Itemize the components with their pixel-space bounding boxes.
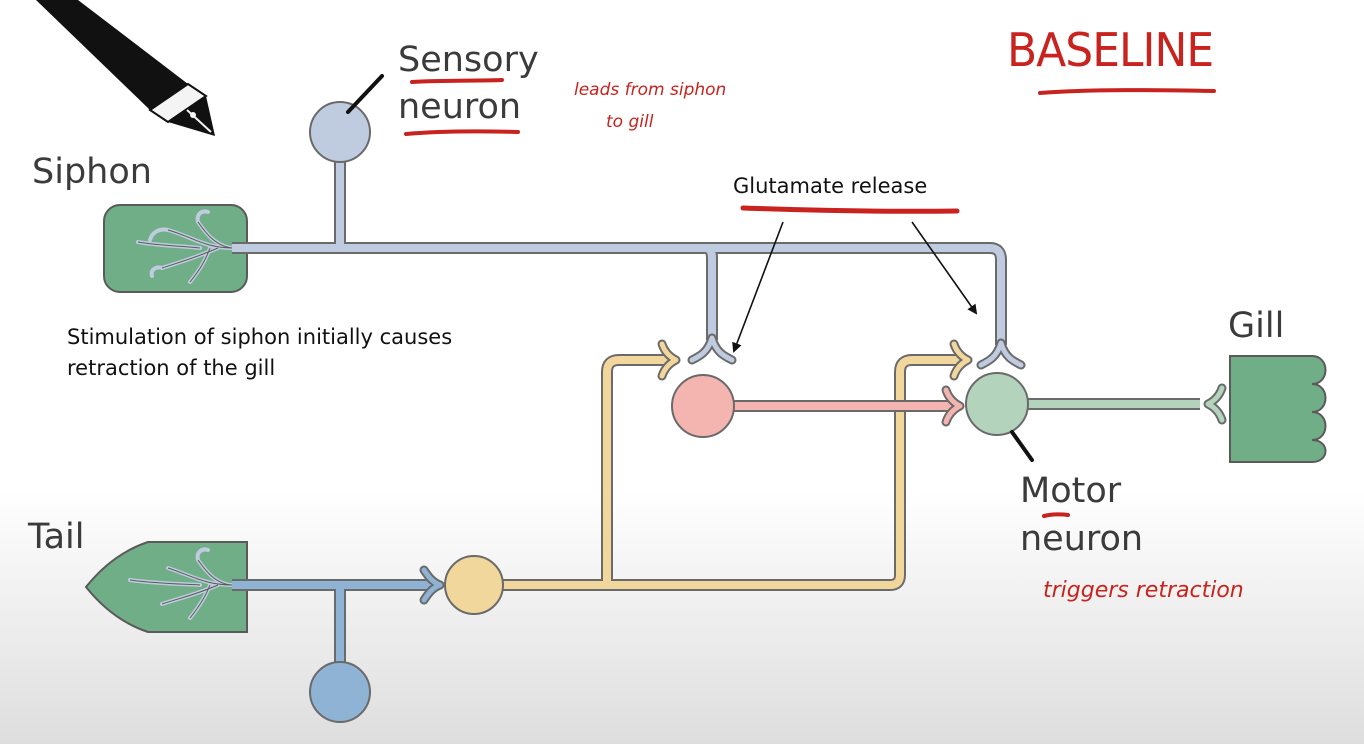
- caption-text: Stimulation of siphon initially causes r…: [67, 325, 453, 380]
- tail-label: Tail: [28, 517, 85, 557]
- handwritten-underlines: [404, 78, 1216, 518]
- tail-sensory-axon: [232, 565, 445, 665]
- sensory-neuron-soma: [309, 101, 371, 163]
- excitatory-interneuron-axon: [730, 385, 965, 427]
- sensory-neuron-label-line2: neuron: [398, 87, 522, 127]
- tail-organ: [84, 541, 248, 633]
- sensory-terminal-interneuron: [687, 333, 737, 365]
- sensory-terminal-motor: [976, 338, 1026, 370]
- glutamate-release-label: Glutamate release: [733, 174, 928, 198]
- fountain-pen-icon: [36, 0, 215, 136]
- facilitating-interneuron-soma: [444, 555, 504, 615]
- gill-organ: [1229, 355, 1327, 463]
- tail-sensory-soma: [309, 661, 371, 723]
- facilitating-axon: [500, 339, 973, 591]
- glutamate-arrow-motor: [911, 221, 978, 315]
- motor-neuron-soma: [965, 372, 1029, 436]
- gill-label: Gill: [1228, 306, 1285, 346]
- baseline-annotation: BASELINE: [1007, 23, 1214, 78]
- siphon-label: Siphon: [32, 152, 152, 192]
- sensory-note-line1: leads from siphon: [574, 80, 727, 100]
- siphon-organ: [103, 204, 248, 293]
- motor-neuron-axon: [1025, 383, 1227, 425]
- sensory-note-line2: to gill: [606, 112, 654, 132]
- motor-note: triggers retraction: [1043, 578, 1244, 603]
- sensory-neuron-label-line1: Sensory: [398, 40, 539, 80]
- sensory-label-leader: [346, 74, 384, 114]
- siphon-sensory-axon: [232, 160, 1007, 345]
- motor-label-leader: [1010, 430, 1034, 462]
- excitatory-interneuron-soma: [671, 374, 735, 438]
- motor-neuron-label-line1: Motor: [1020, 471, 1122, 511]
- motor-neuron-label-line2: neuron: [1020, 519, 1144, 559]
- glutamate-arrow-interneuron: [732, 221, 784, 353]
